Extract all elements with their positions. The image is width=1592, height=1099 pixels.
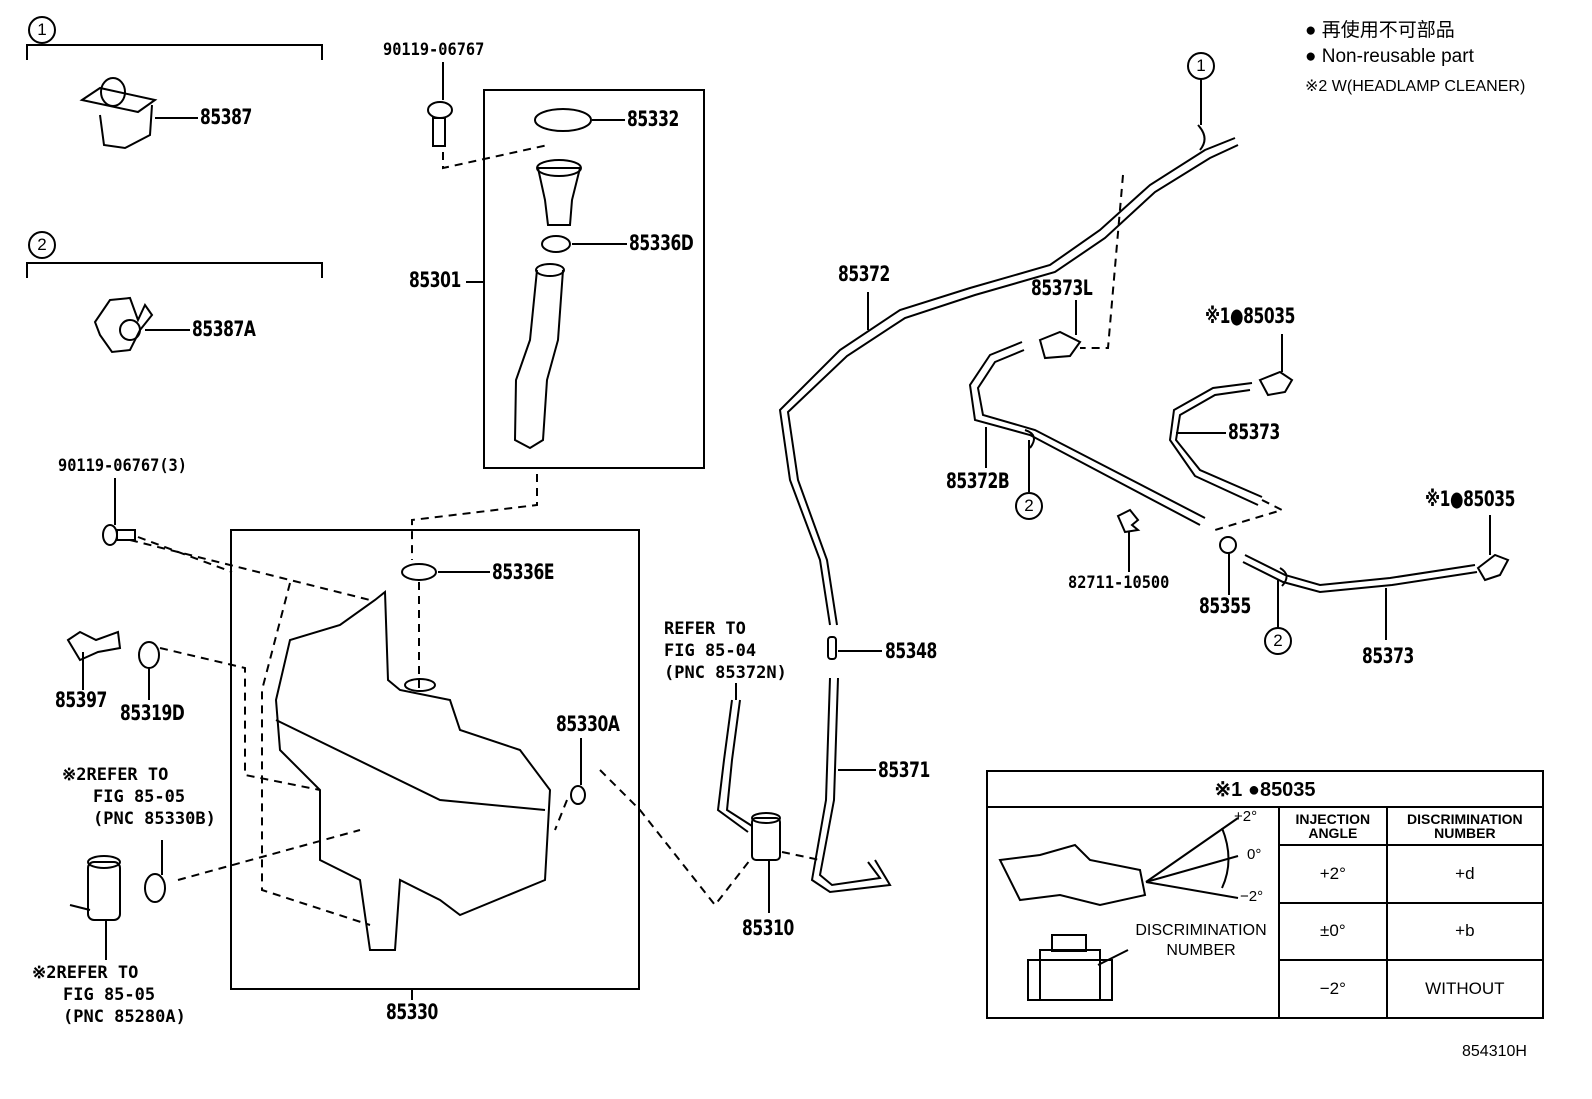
hose-85372 xyxy=(778,137,1236,626)
tank-outline xyxy=(274,589,552,951)
clip-85387-drawing xyxy=(79,77,198,150)
part-label-85310[interactable]: 85310 xyxy=(742,916,794,940)
legend: ● 再使用不可部品 ● Non-reusable part ※2 W(HEADL… xyxy=(1305,18,1525,100)
part-label-85348[interactable]: 85348 xyxy=(885,639,937,663)
legend-note: ※2 W(HEADLAMP CLEANER) xyxy=(1305,78,1526,95)
callout-1-marker: 1 xyxy=(1187,52,1215,80)
angle-label-plus2: +2° xyxy=(1234,808,1258,825)
part-label-85387[interactable]: 85387 xyxy=(200,105,252,129)
discrimination-number-label: DISCRIMINATION NUMBER xyxy=(1135,922,1267,959)
table-row: ±0° +b xyxy=(987,901,1545,962)
part-label-85372B[interactable]: 85372B xyxy=(946,469,1010,493)
nozzle-85373L-drawing xyxy=(1038,330,1082,360)
group-1-bracket xyxy=(26,44,323,60)
pump-hose-reference[interactable]: REFER TO FIG 85-04 (PNC 85372N) xyxy=(664,619,787,683)
part-label-85332[interactable]: 85332 xyxy=(627,107,679,131)
part-label-85371[interactable]: 85371 xyxy=(878,758,930,782)
part-label-85035-lower[interactable]: ※1●85035 xyxy=(1425,487,1515,511)
bolt-top-drawing xyxy=(427,62,549,170)
clip-85387A-drawing xyxy=(93,296,190,354)
part-label-85336D[interactable]: 85336D xyxy=(629,231,694,255)
group-2-marker: 2 xyxy=(28,231,56,259)
hose-85373-upper xyxy=(1174,389,1263,498)
hose-85373-lower xyxy=(1244,554,1476,587)
legend-en: ● Non-reusable part xyxy=(1305,46,1474,67)
part-label-82711-10500[interactable]: 82711-10500 xyxy=(1068,573,1170,593)
part-label-bolt-top[interactable]: 90119-06767 xyxy=(383,40,485,60)
part-label-85301[interactable]: 85301 xyxy=(409,268,461,292)
legend-jp: ● 再使用不可部品 xyxy=(1305,20,1455,41)
angle-label-minus2: −2° xyxy=(1240,888,1264,905)
tank-box xyxy=(230,529,640,990)
injection-angle-table: ※1 ●85035 INJECTION ANGLE DISCRIMINATION… xyxy=(986,770,1545,1019)
filler-pipe-box xyxy=(483,89,705,469)
table-row: −2° WITHOUT xyxy=(987,959,1545,1019)
part-label-85373-lower[interactable]: 85373 xyxy=(1362,644,1414,668)
group-2-bracket xyxy=(26,262,323,278)
part-label-85373L[interactable]: 85373L xyxy=(1031,276,1093,300)
part-label-85330A[interactable]: 85330A xyxy=(556,712,620,736)
angle-label-0: 0° xyxy=(1247,846,1262,863)
callout-2-marker: 2 xyxy=(1015,492,1043,520)
part-label-85387A[interactable]: 85387A xyxy=(192,317,256,341)
hose-85371 xyxy=(810,677,892,894)
part-label-85330[interactable]: 85330 xyxy=(386,1000,438,1024)
nozzle-illustration-cell xyxy=(986,806,1280,1019)
motor-reference[interactable]: ※2REFER TO FIG 85-05 (PNC 85280A) xyxy=(32,963,186,1027)
header-injection-angle: INJECTION ANGLE xyxy=(1278,806,1388,846)
part-label-85035-upper[interactable]: ※1●85035 xyxy=(1205,304,1295,328)
table-row: +2° +d xyxy=(987,844,1545,904)
part-label-85373-upper[interactable]: 85373 xyxy=(1228,420,1280,444)
grommet-reference[interactable]: ※2REFER TO FIG 85-05 (PNC 85330B) xyxy=(62,765,216,829)
hose-85372B xyxy=(968,341,1201,526)
callout-2-marker-b: 2 xyxy=(1264,627,1292,655)
part-label-85372[interactable]: 85372 xyxy=(838,262,890,286)
group-1-marker: 1 xyxy=(28,16,56,44)
part-label-bolt-side[interactable]: 90119-06767(3) xyxy=(58,456,187,476)
part-label-85336E[interactable]: 85336E xyxy=(492,560,555,584)
part-label-85319D[interactable]: 85319D xyxy=(120,701,185,725)
pump-body xyxy=(751,817,781,861)
part-label-85355[interactable]: 85355 xyxy=(1199,594,1251,618)
figure-code: 854310H xyxy=(1462,1043,1527,1060)
part-label-85397[interactable]: 85397 xyxy=(55,688,107,712)
table-title: ※1 ●85035 xyxy=(986,770,1544,808)
header-discrimination-number: DISCRIMINATION NUMBER xyxy=(1385,806,1545,846)
